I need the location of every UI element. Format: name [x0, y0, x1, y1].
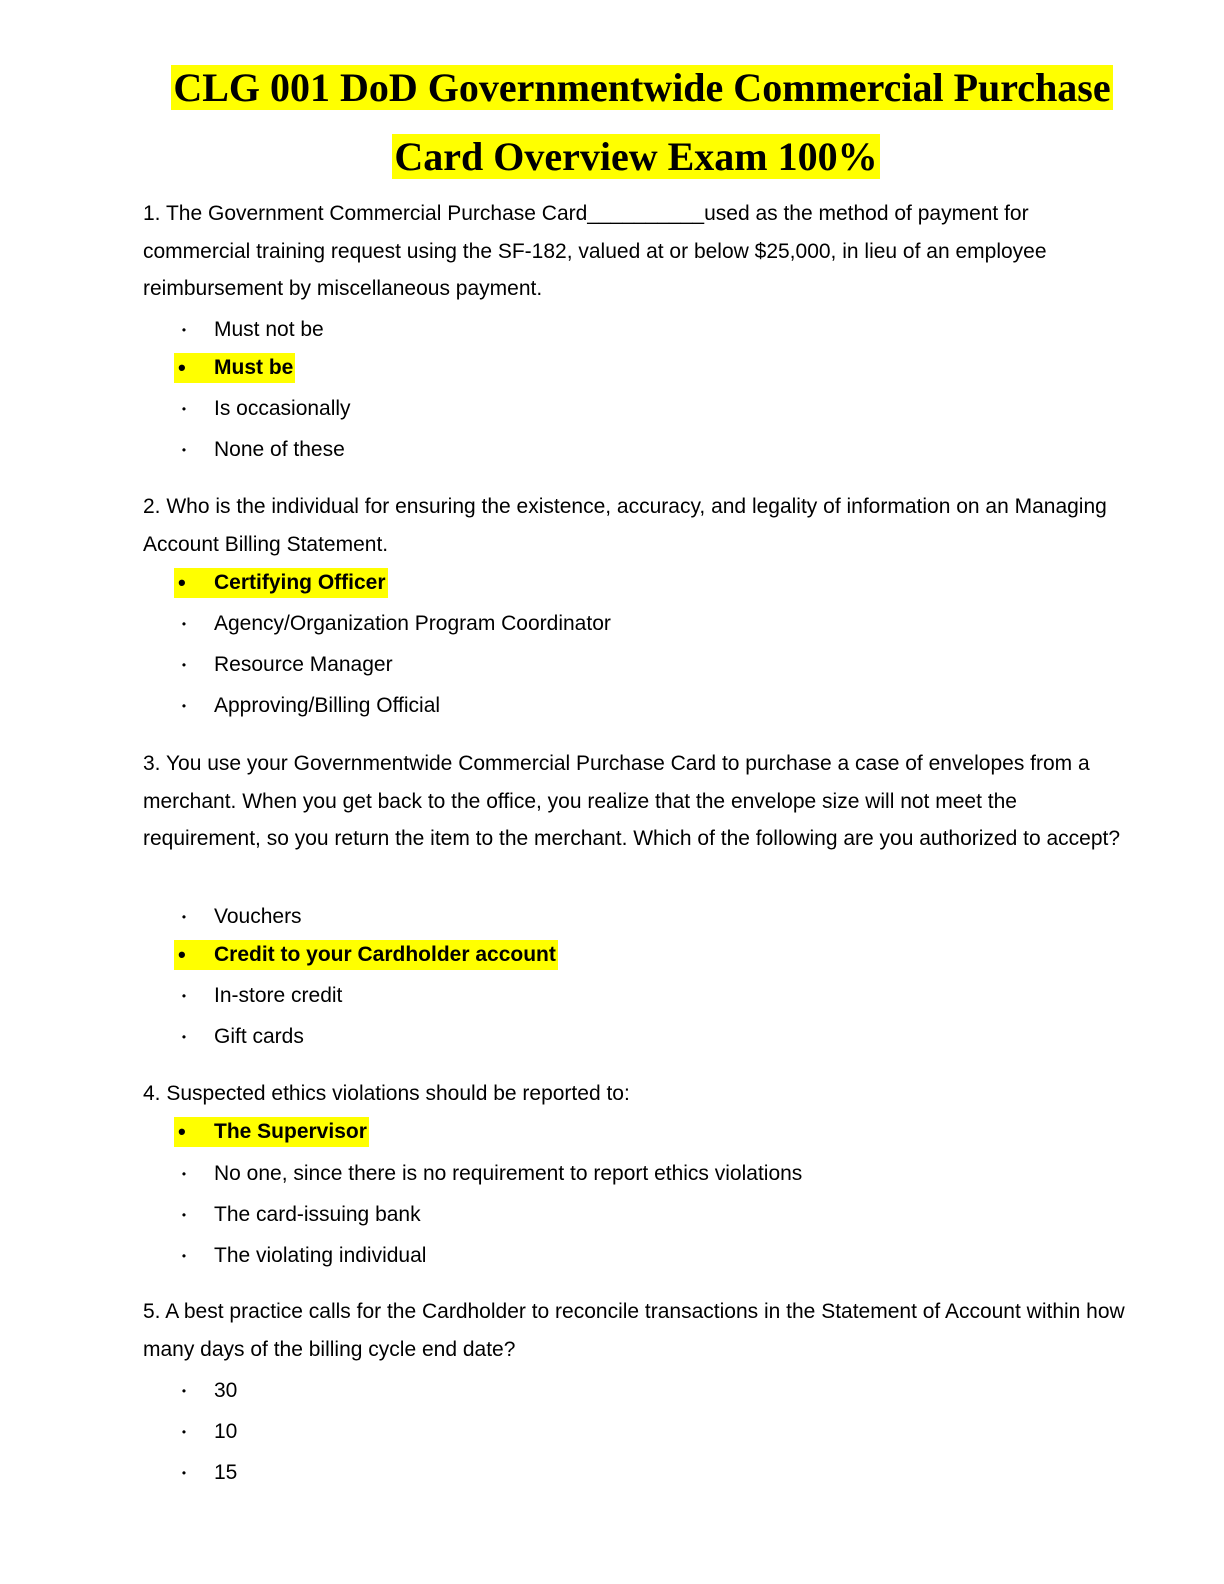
option-label: The violating individual — [214, 1244, 427, 1267]
option-label: 10 — [214, 1420, 238, 1443]
title-highlight-2: Card Overview Exam 100% — [392, 134, 880, 179]
bullet-icon: • — [181, 323, 187, 337]
question-2-text: 2. Who is the individual for ensuring th… — [143, 495, 1107, 556]
option-label: Resource Manager — [214, 653, 393, 676]
bullet-icon: • — [181, 1030, 187, 1044]
option-label: Agency/Organization Program Coordinator — [214, 612, 611, 635]
bullet-icon: • — [181, 443, 187, 457]
question-5-text: 5. A best practice calls for the Cardhol… — [143, 1300, 1125, 1361]
bullet-icon: • — [181, 1384, 187, 1398]
bullet-icon: • — [174, 568, 214, 598]
bullet-icon: • — [174, 353, 214, 383]
question-4-text: 4. Suspected ethics violations should be… — [143, 1082, 630, 1105]
bullet-icon: • — [181, 910, 187, 924]
option-label: In-store credit — [214, 984, 343, 1007]
bullet-icon: • — [181, 658, 187, 672]
bullet-icon: • — [181, 699, 187, 713]
option-label: The card-issuing bank — [214, 1203, 421, 1226]
option-label: Vouchers — [214, 905, 302, 928]
bullet-icon: • — [181, 1425, 187, 1439]
title-highlight-1: CLG 001 DoD Governmentwide Commercial Pu… — [171, 65, 1113, 110]
bullet-icon: • — [181, 1466, 187, 1480]
option-label: None of these — [214, 438, 345, 461]
option-label: Certifying Officer — [214, 568, 388, 598]
document-title-line-2: Card Overview Exam 100% — [24, 133, 1224, 181]
option-label: 30 — [214, 1379, 238, 1402]
bullet-icon: • — [181, 1167, 187, 1181]
option-label: Approving/Billing Official — [214, 694, 441, 717]
option-label: Must not be — [214, 318, 324, 341]
option-label: The Supervisor — [214, 1117, 369, 1147]
question-1-text: 1. The Government Commercial Purchase Ca… — [143, 202, 1047, 300]
bullet-icon: • — [174, 940, 214, 970]
bullet-icon: • — [174, 1117, 214, 1147]
option-label: Is occasionally — [214, 397, 351, 420]
bullet-icon: • — [181, 1249, 187, 1263]
option-label: Credit to your Cardholder account — [214, 940, 558, 970]
option-label: No one, since there is no requirement to… — [214, 1162, 803, 1185]
bullet-icon: • — [181, 989, 187, 1003]
bullet-icon: • — [181, 617, 187, 631]
question-3-text: 3. You use your Governmentwide Commercia… — [143, 752, 1121, 850]
option-label: 15 — [214, 1461, 238, 1484]
bullet-icon: • — [181, 402, 187, 416]
option-label: Gift cards — [214, 1025, 304, 1048]
document-title-line-1: CLG 001 DoD Governmentwide Commercial Pu… — [30, 64, 1224, 112]
bullet-icon: • — [181, 1208, 187, 1222]
option-label: Must be — [214, 353, 296, 383]
